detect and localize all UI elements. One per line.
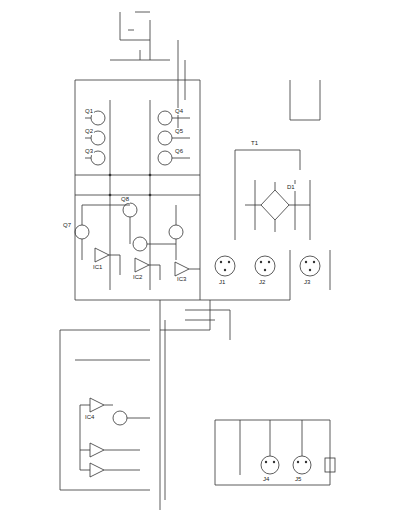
part-label: Q8 — [120, 196, 130, 203]
part-label: D1 — [286, 184, 296, 191]
part-label: Q4 — [174, 108, 184, 115]
part-label: Q5 — [174, 128, 184, 135]
part-label: IC4 — [84, 414, 95, 421]
part-label: Q1 — [84, 108, 94, 115]
part-label: Q7 — [62, 222, 72, 229]
part-label: IC3 — [176, 276, 187, 283]
part-label: J3 — [303, 279, 311, 286]
part-label: J2 — [258, 279, 266, 286]
part-label: T1 — [250, 140, 259, 147]
part-label: J4 — [262, 476, 270, 483]
part-label: IC2 — [132, 274, 143, 281]
part-label: Q6 — [174, 148, 184, 155]
part-label: J1 — [218, 279, 226, 286]
part-label: Q3 — [84, 148, 94, 155]
part-label: IC1 — [92, 264, 103, 271]
part-label: Q2 — [84, 128, 94, 135]
part-label: J5 — [294, 476, 302, 483]
